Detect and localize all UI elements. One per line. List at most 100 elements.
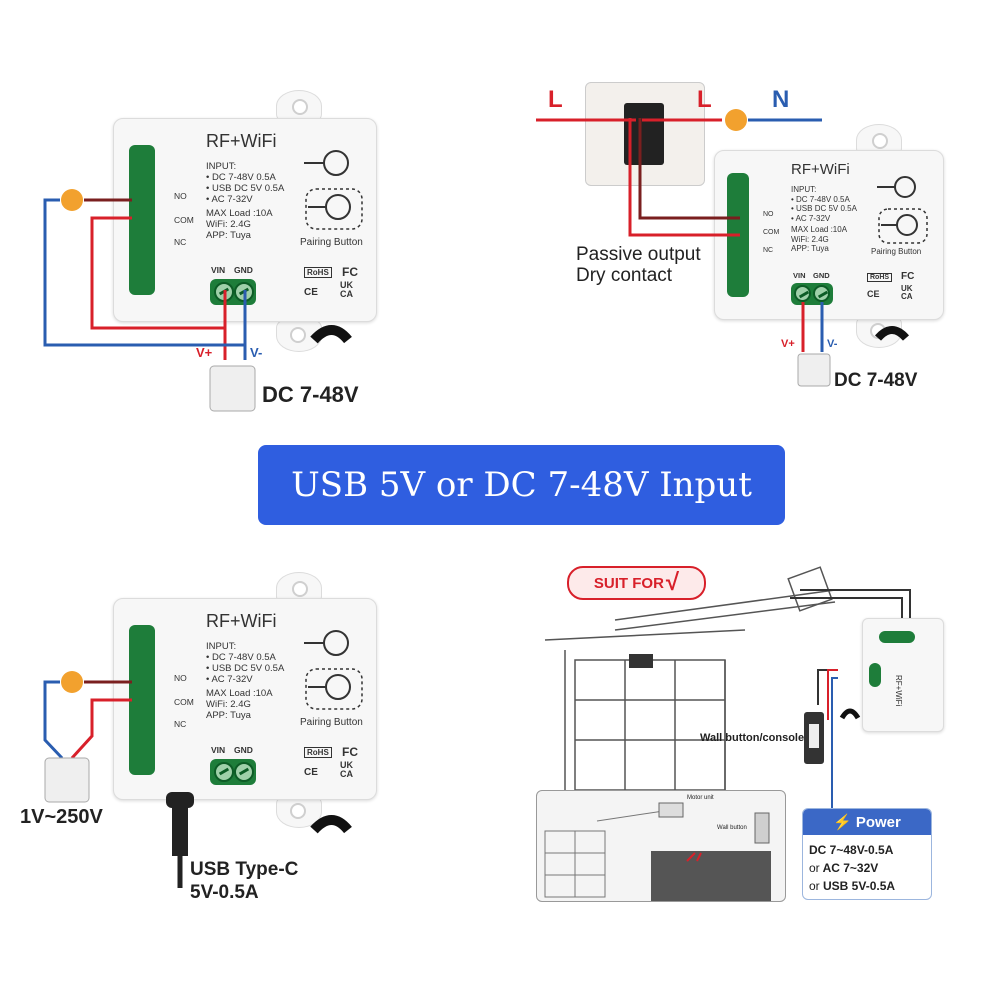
input-banner: USB 5V or DC 7-48V Input	[258, 445, 785, 525]
inset-garage-sketch	[544, 802, 771, 901]
vin-screw	[794, 285, 811, 302]
ce-mark: CE	[304, 767, 318, 778]
terminal-nc-label: NC	[174, 719, 187, 729]
door-bracket	[629, 654, 653, 668]
power-label: DC 7-48V	[262, 382, 359, 407]
relay-pcb	[129, 145, 155, 295]
line-l1: L	[548, 86, 563, 113]
mini-relay-module: RF+WiFi	[862, 618, 944, 732]
wall-button-console-label: Wall button/console	[700, 732, 805, 744]
rohs-mark: RoHS	[867, 273, 893, 282]
inset-wall-button	[754, 812, 770, 844]
terminal-com-label: COM	[174, 697, 194, 707]
gnd-screw	[234, 762, 254, 782]
wiring-diagram-3	[43, 671, 352, 888]
inset-motor-photo	[651, 851, 771, 901]
power-specs: DC 7~48V-0.5A or AC 7~32V or USB 5V-0.5A	[809, 843, 896, 893]
module-title: RF+WiFi	[206, 611, 277, 631]
spec-block: INPUT: • DC 7-48V 0.5A • USB DC 5V 0.5A …	[791, 185, 857, 253]
fc-mark: FC	[901, 271, 915, 282]
relay-pcb	[129, 625, 155, 775]
bulb-icon	[61, 671, 83, 693]
inset-wall-button-label: Wall button	[717, 825, 747, 831]
module-title: RF+WiFi	[791, 161, 850, 178]
pairing-button-label: Pairing Button	[300, 717, 363, 728]
console-button[interactable]	[809, 724, 819, 748]
terminal-no-label: NO	[174, 191, 187, 201]
terminal-nc-label: NC	[174, 237, 187, 247]
mini-module-title: RF+WiFi	[894, 675, 903, 707]
vminus-label: V-	[827, 338, 838, 350]
power-header: ⚡ Power	[803, 809, 931, 835]
rohs-mark: RoHS	[304, 747, 332, 758]
spec-block: INPUT: • DC 7-48V 0.5A • USB DC 5V 0.5A …	[206, 161, 285, 241]
antenna-icon	[874, 326, 910, 341]
vplus-label: V+	[196, 345, 213, 360]
gnd-label: GND	[234, 745, 253, 755]
relay-module: RF+WiFi INPUT: • DC 7-48V 0.5A • USB DC …	[714, 150, 944, 320]
dc-adapter	[797, 353, 831, 387]
line-l2: L	[697, 86, 712, 113]
gnd-label: GND	[234, 265, 253, 275]
pairing-button-graphic[interactable]	[302, 149, 366, 234]
power-label: DC 7-48V	[834, 370, 918, 391]
fc-mark: FC	[342, 745, 358, 759]
power-terminal	[210, 279, 256, 305]
vin-label: VIN	[211, 265, 226, 275]
vminus-label: V-	[250, 345, 263, 360]
power-terminal	[210, 759, 256, 785]
power-terminal	[791, 283, 833, 305]
terminal-nc-label: NC	[763, 247, 774, 254]
suit-for-badge: SUIT FOR √	[567, 566, 706, 600]
antenna-coil	[839, 708, 861, 720]
terminal-no-label: NO	[763, 211, 774, 218]
mounting-ear-top	[276, 90, 322, 122]
bulb-icon	[61, 189, 83, 211]
antenna-icon	[310, 815, 352, 834]
power-socket	[44, 757, 90, 803]
vin-screw	[214, 762, 234, 782]
usb-type-c-label: USB Type-C 5V-0.5A	[190, 859, 299, 903]
pairing-button-label: Pairing Button	[300, 237, 363, 248]
vin-label: VIN	[211, 745, 226, 755]
line-n: N	[772, 86, 790, 113]
pairing-button-label: Pairing Button	[871, 247, 922, 256]
wiring-diagram-2	[536, 109, 910, 387]
passive-output-label: Passive output Dry contact	[576, 244, 701, 286]
mini-pcb-top	[879, 631, 915, 643]
usb-c-connector	[166, 792, 194, 808]
mini-pcb-side	[869, 663, 881, 687]
antenna-icon	[310, 325, 352, 344]
ce-mark: CE	[867, 289, 880, 299]
rohs-mark: RoHS	[304, 267, 332, 278]
module-title: RF+WiFi	[206, 131, 277, 151]
inset-motor-unit-label: Motor unit	[687, 795, 714, 801]
gnd-label: GND	[813, 271, 830, 280]
inset-motor-unit	[658, 802, 684, 818]
check-icon: √	[665, 569, 680, 596]
terminal-com-label: COM	[174, 215, 194, 225]
terminal-no-label: NO	[174, 673, 187, 683]
pairing-button-graphic[interactable]	[875, 175, 931, 247]
spec-block: INPUT: • DC 7-48V 0.5A • USB DC 5V 0.5A …	[206, 641, 285, 721]
wiring-diagram-1	[43, 189, 352, 412]
fc-mark: FC	[342, 265, 358, 279]
power-label: 1V~250V	[20, 806, 103, 828]
bulb-icon	[725, 109, 747, 131]
lightning-icon: ⚡	[833, 814, 852, 831]
photo-inset: Wall button Motor unit	[536, 790, 786, 902]
pairing-button-graphic[interactable]	[302, 629, 366, 714]
gnd-screw	[813, 285, 830, 302]
dc-adapter	[209, 365, 256, 412]
vplus-label: V+	[781, 338, 795, 350]
terminal-com-label: COM	[763, 229, 780, 236]
relay-module: RF+WiFi INPUT: • DC 7-48V 0.5A • USB DC …	[113, 598, 377, 800]
suit-for-label: SUIT FOR	[593, 574, 664, 592]
vin-label: VIN	[793, 271, 806, 280]
garage-door-illustration	[544, 566, 836, 790]
wall-console	[804, 712, 824, 764]
ce-mark: CE	[304, 287, 318, 298]
